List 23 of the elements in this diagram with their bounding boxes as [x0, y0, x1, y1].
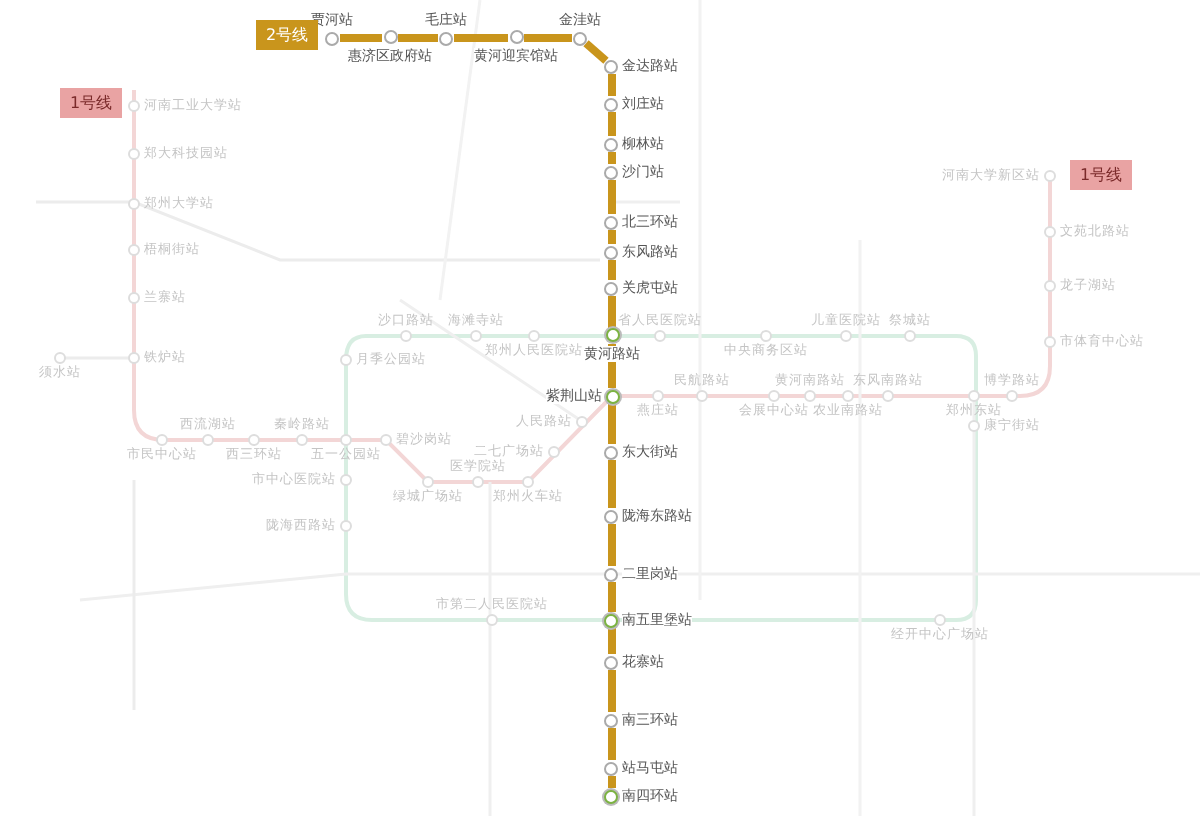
metro-line-segment — [608, 728, 616, 760]
metro-line-segment — [608, 524, 616, 566]
metro-line-segment — [608, 260, 616, 280]
metro-line-segment — [454, 34, 508, 42]
metro-line-segment — [608, 582, 616, 612]
metro-line-segment — [583, 40, 609, 64]
metro-line-segment — [608, 180, 616, 214]
line-badge: 1号线 — [1070, 160, 1133, 190]
metro-line-segment — [608, 670, 616, 712]
metro-line-segment — [608, 152, 616, 164]
metro-line-segment — [608, 776, 616, 788]
metro-line-segment — [398, 34, 438, 42]
line-badge: 2号线 — [256, 20, 319, 50]
metro-line-segment — [608, 404, 616, 444]
metro-line-segment — [340, 34, 382, 42]
metro-line-segment — [608, 74, 616, 96]
metro-line-segment — [608, 230, 616, 244]
metro-line-segment — [608, 296, 616, 328]
metro-line-segment — [608, 460, 616, 508]
metro-line-segment — [608, 628, 616, 654]
metro-line-segment — [524, 34, 572, 42]
metro-line-segment — [608, 112, 616, 136]
line-badge: 1号线 — [60, 88, 123, 118]
